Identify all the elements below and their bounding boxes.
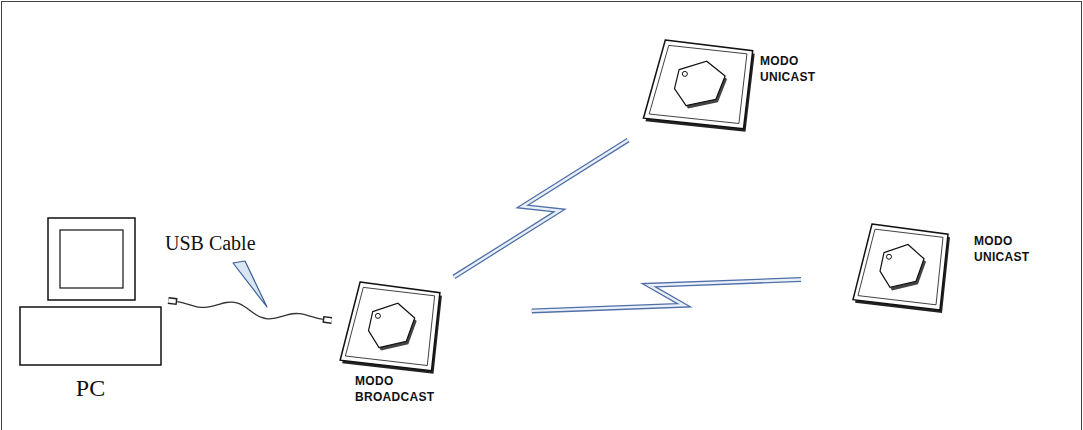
- board-outline: [853, 224, 948, 310]
- usb-cable: [168, 300, 332, 320]
- chip-hole: [887, 254, 892, 259]
- radio-link: [532, 280, 801, 311]
- usb-plug: [323, 319, 332, 320]
- radio-link: [454, 140, 628, 277]
- chip-hole: [682, 71, 687, 76]
- leader-spike: [233, 261, 267, 307]
- chip-body: [880, 244, 924, 287]
- board-outline: [340, 282, 440, 371]
- monitor-outline: [48, 218, 135, 300]
- monitor-screen: [60, 230, 123, 288]
- usb-plug-face: [168, 299, 175, 304]
- board-outline: [643, 40, 752, 129]
- cable-line: [177, 302, 323, 320]
- device-label: PC: [18, 373, 163, 404]
- lightning-bolt: [532, 280, 801, 311]
- lightning-bolt: [454, 140, 628, 277]
- board-inner-line: [858, 229, 943, 305]
- mode-label: MODO BROADCAST: [355, 374, 445, 405]
- cable-label: USB Cable: [165, 232, 256, 255]
- mode-label: MODO UNICAST: [974, 234, 1054, 265]
- radio-link-core: [454, 140, 628, 277]
- board-drawing: [337, 280, 442, 375]
- pc-computer: PC: [18, 215, 163, 367]
- pc-case: [20, 307, 161, 365]
- board-inner-line: [345, 287, 434, 365]
- radio-board: MODO UNICAST: [850, 222, 950, 314]
- board-drawing: [850, 222, 950, 314]
- radio-board: MODO UNICAST: [640, 38, 755, 133]
- usb-plug: [168, 300, 177, 301]
- board-inner-line: [649, 45, 747, 123]
- board-drawing: [640, 38, 755, 133]
- chip-hole: [375, 313, 380, 318]
- pc-drawing: [18, 215, 163, 367]
- chip-body: [369, 303, 415, 347]
- mode-label: MODO UNICAST: [760, 54, 835, 85]
- usb-plug-face: [324, 318, 331, 323]
- radio-link-core: [532, 280, 801, 311]
- radio-board: MODO BROADCAST: [337, 280, 442, 375]
- chip-body: [675, 61, 726, 105]
